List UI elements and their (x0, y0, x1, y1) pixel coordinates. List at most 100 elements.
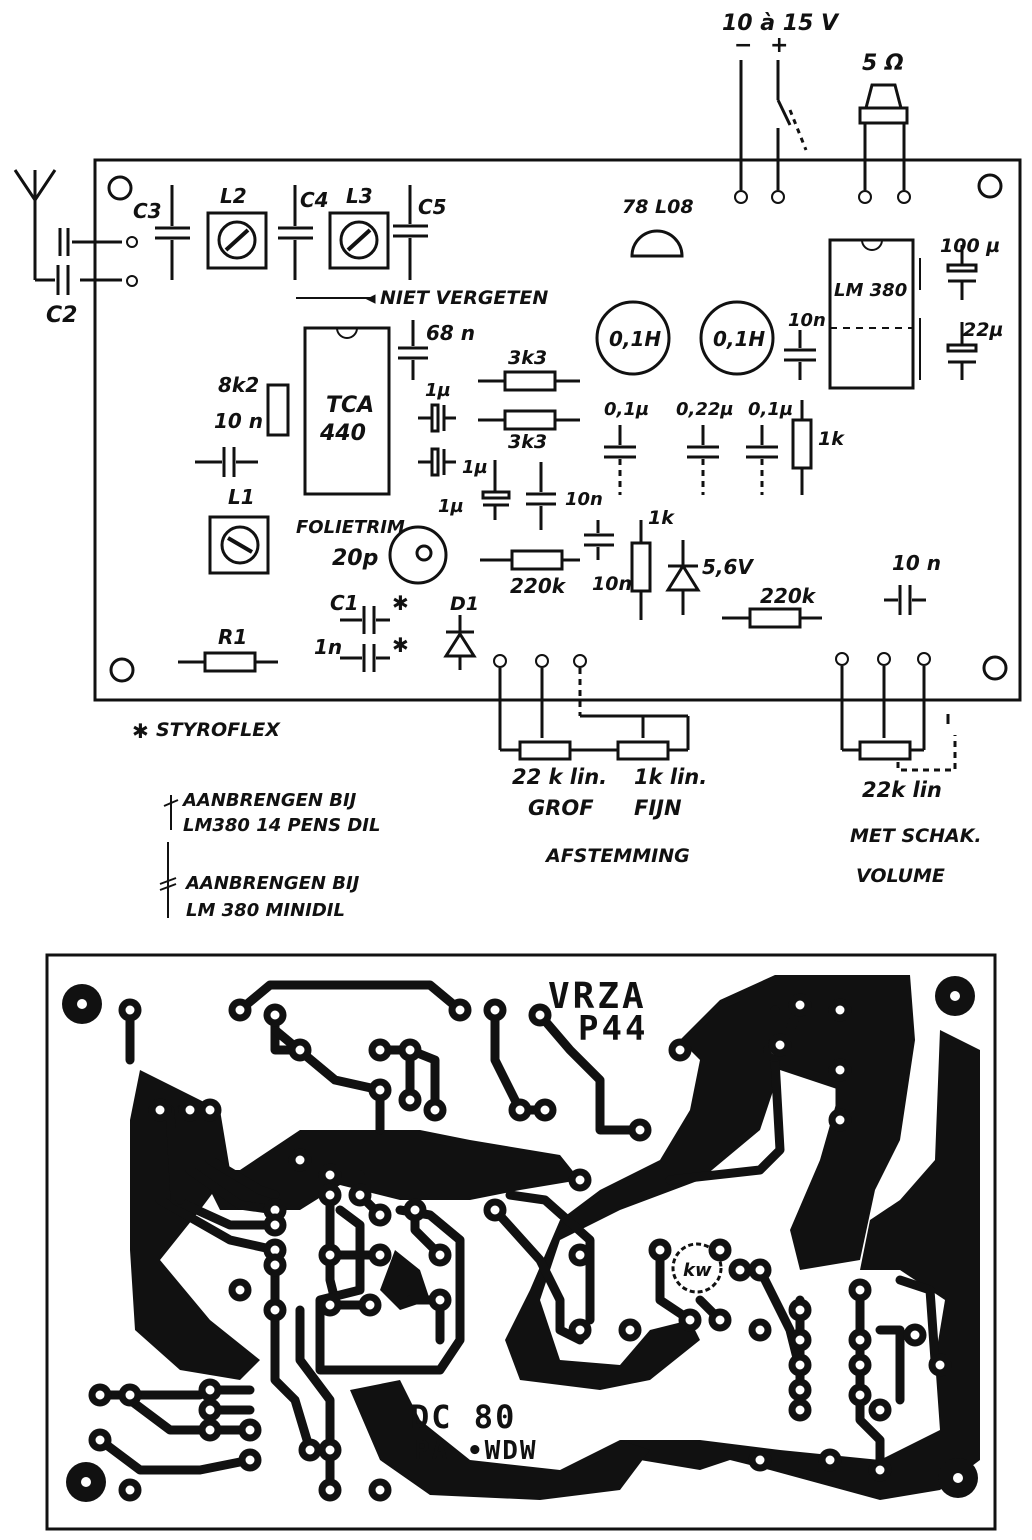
terminal-pad (835, 652, 849, 666)
label-c1: C1 (330, 591, 359, 615)
resistor-1k-b-symbol (630, 520, 652, 620)
ic-tca440-symbol (303, 326, 391, 496)
dil-marker-icon (163, 799, 179, 807)
pcb-label-p44: P44 (578, 1009, 648, 1049)
mounting-hole (109, 657, 135, 683)
mounting-hole (107, 175, 133, 201)
coil-l1-symbol (208, 515, 270, 575)
label-pot-fijn-value: 1k lin. (634, 765, 707, 789)
label-supply-minus: − (734, 33, 752, 58)
resistor-3k3-b-symbol (478, 409, 580, 431)
label-speaker: 5 Ω (862, 51, 904, 76)
pcb-foil-layout: kw (45, 953, 997, 1531)
label-folietrim: FOLIETRIM (296, 517, 405, 538)
label-01u-b: 0,1µ (748, 399, 793, 420)
capacitor-10n-e-symbol (884, 585, 926, 615)
ic-lm380-symbol (828, 238, 915, 390)
label-choke-2: 0,1H (713, 327, 765, 351)
component-board (93, 158, 1022, 702)
resistor-220k-a-symbol (480, 549, 580, 571)
mounting-hole (977, 173, 1003, 199)
label-tca: TCA (326, 393, 374, 418)
capacitor-1u-a-symbol (418, 403, 456, 433)
label-regulator: 78 L08 (622, 196, 694, 218)
label-choke-1: 0,1H (609, 327, 661, 351)
label-l3: L3 (346, 184, 373, 208)
capacitor-1u-b-symbol (418, 447, 456, 477)
resistor-r1-symbol (178, 651, 278, 673)
capacitor-c2-symbol (56, 228, 70, 295)
resistor-1k-a-symbol (791, 400, 813, 495)
label-r1: R1 (218, 625, 247, 649)
label-note-2a: AANBRENGEN BIJ (184, 873, 360, 894)
label-zener: 5,6V (702, 555, 754, 579)
kw-logo-icon (671, 1242, 723, 1294)
label-8k2: 8k2 (218, 373, 259, 397)
label-pot-grof: GROF (528, 796, 594, 820)
label-trim-value: 20p (332, 546, 378, 571)
pcb-label-vrza: VRZA (548, 976, 647, 1017)
label-afstemming: AFSTEMMING (544, 845, 690, 867)
label-10n-d: 10n (592, 573, 632, 595)
speaker-icon (858, 83, 909, 190)
label-1k-a: 1k (818, 428, 845, 450)
resistor-220k-b-symbol (722, 607, 822, 629)
capacitor-c1-symbol (340, 606, 390, 672)
styroflex-marker-icon: ✱ (392, 633, 409, 657)
trimmer-screw-icon (415, 544, 433, 562)
label-c1-value: 1n (314, 635, 342, 659)
capacitor-c4-symbol (278, 185, 313, 280)
label-10n-c: 10n (788, 310, 826, 331)
pcb-outline (45, 953, 997, 1531)
mounting-pad-icon (62, 976, 978, 1502)
minidil-marker-icon (159, 883, 177, 891)
capacitor-22u-symbol (946, 322, 978, 380)
choke-1-symbol (595, 300, 671, 376)
coil-l3-symbol (328, 211, 390, 270)
label-22u: 22µ (963, 319, 1003, 341)
mounting-hole (982, 655, 1008, 681)
styroflex-marker-icon: ✱ (132, 719, 149, 743)
styroflex-marker-icon: ✱ (392, 591, 409, 615)
resistor-8k2-symbol (266, 383, 290, 437)
copper-right-plane (620, 1030, 980, 1500)
label-pot-volume-value: 22k lin (862, 778, 942, 802)
label-d1: D1 (450, 593, 479, 615)
copper-ground-plane (505, 975, 915, 1390)
capacitor-c3-symbol (155, 185, 190, 280)
label-note-1b: LM380 14 PENS DIL (183, 815, 380, 836)
label-3k3-b: 3k3 (508, 431, 547, 453)
label-lm380: LM 380 (834, 280, 907, 301)
copper-center-plane (380, 1250, 430, 1310)
label-1u-b: 1µ (462, 457, 488, 478)
antenna (13, 169, 122, 282)
label-note-1a: AANBRENGEN BIJ (181, 790, 357, 811)
label-styroflex: STYROFLEX (156, 719, 281, 741)
terminal-pad (917, 652, 931, 666)
label-220k-a: 220k (510, 574, 567, 598)
label-supply-range: 10 à 15 V (722, 11, 840, 36)
terminal-pad (535, 654, 549, 668)
pcb-label-dc80: DC 80 (410, 1398, 516, 1436)
label-10n-b: 10n (565, 489, 603, 510)
label-supply-plus: + (770, 33, 788, 58)
capacitor-01u-b-symbol (746, 425, 778, 495)
label-volume: VOLUME (856, 865, 945, 887)
volume-pot-wiring (840, 666, 957, 772)
terminal-pad (858, 190, 872, 204)
label-pot-grof-value: 22 k lin. (512, 765, 607, 789)
supply-wires (739, 60, 808, 190)
terminal-pad (897, 190, 911, 204)
solder-pads (88, 993, 952, 1502)
capacitor-10n-c-symbol (784, 330, 816, 380)
label-1k-b: 1k (648, 507, 675, 529)
capacitor-022u-symbol (687, 425, 719, 495)
label-met-schak: MET SCHAK. (850, 825, 982, 847)
capacitor-100u-symbol (946, 245, 978, 300)
terminal-pad (126, 236, 138, 248)
regulator-78l08-symbol (630, 229, 684, 258)
copper-bottom-plane (350, 1380, 650, 1500)
label-10n-e: 10 n (892, 551, 941, 575)
label-1u-a: 1µ (425, 380, 451, 401)
